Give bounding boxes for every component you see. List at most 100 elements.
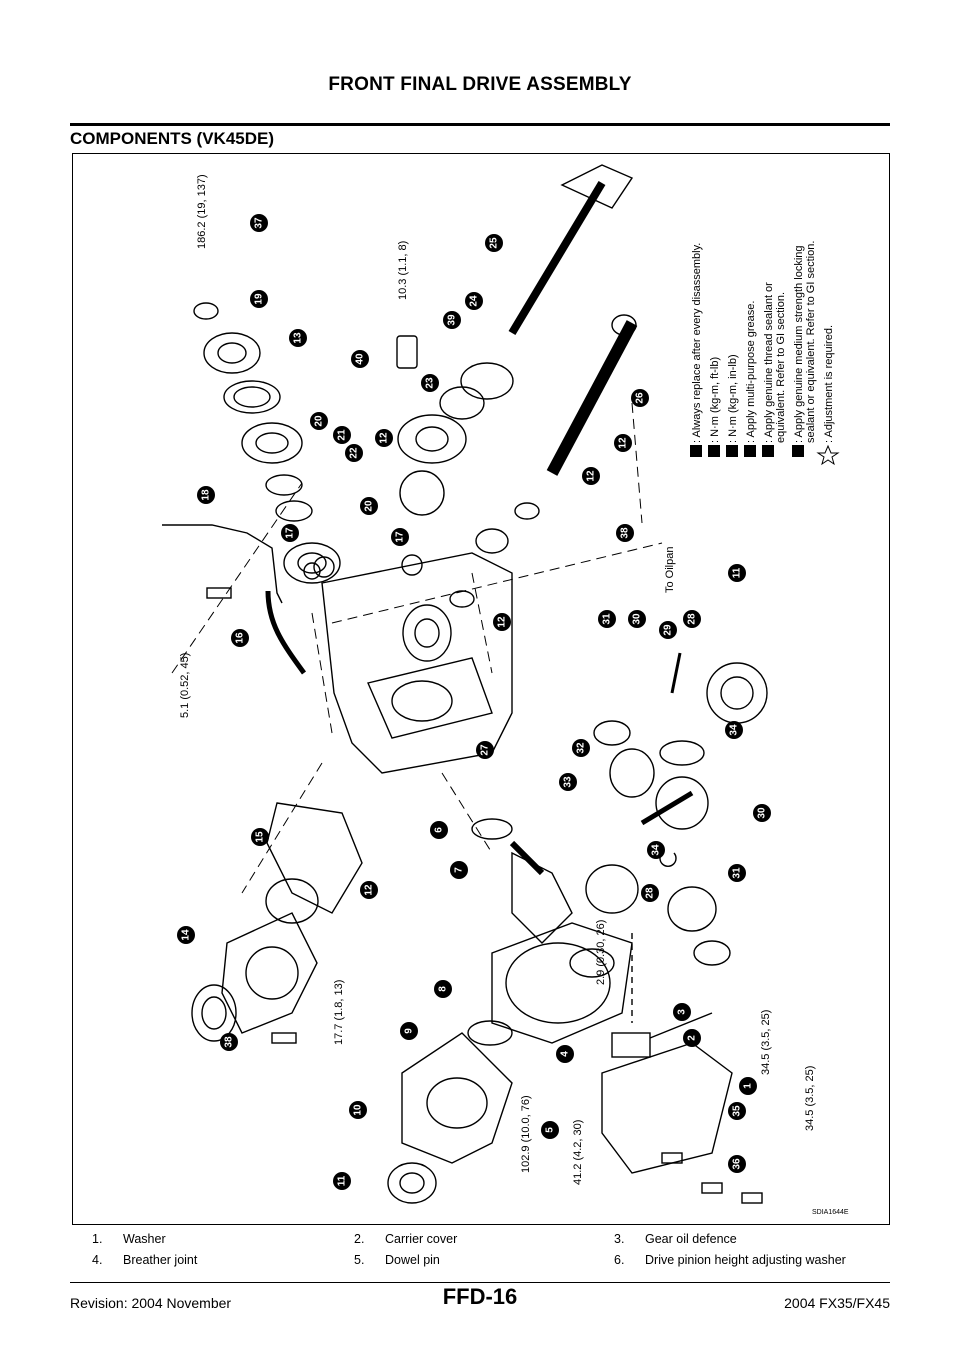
balloon-23: 23 <box>421 374 439 392</box>
balloon-14: 14 <box>177 926 195 944</box>
illustration-id: SDIA1644E <box>812 1209 849 1216</box>
legend-line-0: : Always replace after every disassembly… <box>691 243 703 443</box>
part-number-label: 19 <box>254 293 265 305</box>
bolt-10.3 <box>396 335 418 369</box>
balloon-30b: 30 <box>753 804 771 822</box>
balloon-38b: 38 <box>220 1033 238 1051</box>
pinion-shaft-32 <box>640 790 694 826</box>
shim-28 <box>659 740 705 766</box>
part-number-label: 11 <box>337 1175 348 1186</box>
balloon-28b: 28 <box>641 884 659 902</box>
x-icon <box>690 445 702 457</box>
part-number-label: 4 <box>560 1051 571 1057</box>
balloon-28: 28 <box>683 610 701 628</box>
legend-line-1: : N·m (kg-m, ft-lb) <box>709 357 721 443</box>
balloon-37: 37 <box>250 214 268 232</box>
balloon-19: 19 <box>250 290 268 308</box>
torque-34.5a: 34.5 (3.5, 25) <box>760 1010 772 1075</box>
torque-102.9: 102.9 (10.0, 76) <box>520 1095 532 1173</box>
balloon-31: 31 <box>598 610 616 628</box>
balloon-18: 18 <box>197 486 215 504</box>
caption-3-num: 3. <box>614 1232 625 1246</box>
part-number-label: 12 <box>618 437 629 449</box>
part-number-label: 25 <box>489 237 500 249</box>
thrust-washer-31 <box>593 720 631 746</box>
part-number-label: 40 <box>355 353 366 365</box>
seal-13-shape <box>223 380 281 414</box>
part-number-label: 3 <box>677 1009 688 1015</box>
part-number-label: 1 <box>743 1083 754 1089</box>
part-number-label: 35 <box>732 1105 743 1117</box>
balloon-17: 17 <box>281 524 299 542</box>
balloon-13: 13 <box>289 329 307 347</box>
footer-page-number: FFD-16 <box>442 1284 518 1309</box>
part-number-label: 8 <box>438 986 449 992</box>
spacer-22-shape <box>275 500 313 522</box>
torque-2.9: 2.9 (0.30, 26) <box>595 920 607 985</box>
part-number-label: 6 <box>434 827 445 833</box>
balloon-26: 26 <box>631 389 649 407</box>
part-number-label: 12 <box>497 616 508 628</box>
balloon-39: 39 <box>443 311 461 329</box>
bearing-11b <box>706 662 768 724</box>
balloon-12c: 12 <box>582 467 600 485</box>
pinion-mate-34 <box>655 776 709 830</box>
balloon-17b: 17 <box>391 528 409 546</box>
caption-3-text: Gear oil defence <box>645 1232 737 1246</box>
balloon-12d: 12 <box>493 613 511 631</box>
side-gear-30b <box>667 886 717 932</box>
balloon-21: 21 <box>333 426 351 444</box>
grease-icon <box>744 445 756 457</box>
sealant2-icon <box>792 445 804 457</box>
part-number-label: 20 <box>314 415 325 427</box>
legend-symbols <box>690 444 840 466</box>
balloon-36: 36 <box>728 1155 746 1173</box>
seal-24-shape <box>439 386 485 420</box>
balloon-1: 1 <box>739 1077 757 1095</box>
pinion-mate-34b <box>585 864 639 914</box>
side-gear-30 <box>609 748 655 798</box>
part-number-label: 37 <box>254 217 265 229</box>
bolt-shape <box>206 587 232 599</box>
ring-gear-8 <box>491 922 633 1044</box>
page-header-title: FRONT FINAL DRIVE ASSEMBLY <box>328 74 632 95</box>
caption-1-num: 1. <box>92 1232 103 1246</box>
gasket-15 <box>266 802 363 914</box>
caption-1-text: Washer <box>123 1232 166 1246</box>
legend-line-7: sealant or equivalent. Refer to GI secti… <box>805 241 817 443</box>
part-number-label: 34 <box>651 844 662 856</box>
exploded-diagram: 37 19 13 20 21 22 20 18 17 17 16 40 23 3… <box>162 164 840 1204</box>
balloon-40: 40 <box>351 350 369 368</box>
balloon-34: 34 <box>725 721 743 739</box>
header-rule <box>70 123 890 126</box>
legend-line-2: : N·m (kg-m, in-lb) <box>727 354 739 443</box>
legend-line-6: : Apply genuine medium strength locking <box>793 245 805 443</box>
caption-6-text: Drive pinion height adjusting washer <box>645 1253 846 1267</box>
balloon-12b: 12 <box>614 434 632 452</box>
oilpan-label: To Oilpan <box>664 547 676 593</box>
part-number-label: 12 <box>364 884 375 896</box>
torque-34.5b: 34.5 (3.5, 25) <box>804 1066 816 1131</box>
star-icon <box>816 444 840 466</box>
part-number-label: 7 <box>454 867 465 873</box>
balloon-31b: 31 <box>728 864 746 882</box>
part-number-label: 2 <box>687 1035 698 1041</box>
ring-39-shape <box>460 362 514 400</box>
part-number-label: 30 <box>757 807 768 819</box>
hose-16 <box>265 590 307 675</box>
caption-4-num: 4. <box>92 1253 103 1267</box>
caption-2-num: 2. <box>354 1232 365 1246</box>
balloon-20: 20 <box>310 412 328 430</box>
balloon-5: 5 <box>541 1121 559 1139</box>
part-number-label: 26 <box>635 392 646 404</box>
part-number-label: 33 <box>563 776 574 788</box>
balloon-35: 35 <box>728 1102 746 1120</box>
balloon-34b: 34 <box>647 841 665 859</box>
torque-10.3: 10.3 (1.1, 8) <box>397 241 409 300</box>
balloon-8: 8 <box>434 980 452 998</box>
legend: : Always replace after every disassembly… <box>691 241 835 443</box>
torque-inlb-icon <box>726 445 738 457</box>
bearing-20b-shape <box>283 542 341 584</box>
part-number-label: 29 <box>663 624 674 636</box>
part-number-label: 21 <box>337 429 348 441</box>
